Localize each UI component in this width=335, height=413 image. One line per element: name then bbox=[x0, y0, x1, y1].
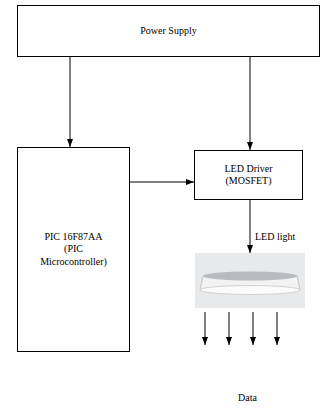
driver-box: LED Driver(MOSFET) bbox=[194, 150, 303, 200]
lamp-top bbox=[203, 272, 297, 281]
connector-arrow bbox=[250, 57, 251, 150]
connector-arrow bbox=[70, 57, 71, 147]
power-supply-box: Power Supply bbox=[17, 5, 320, 57]
data-label: Data bbox=[238, 392, 257, 405]
box-text: LED Driver bbox=[224, 163, 272, 176]
lamp-diffuser bbox=[200, 286, 300, 295]
data-arrow bbox=[205, 312, 206, 345]
data-arrow bbox=[253, 312, 254, 345]
box-text: (MOSFET) bbox=[225, 175, 271, 188]
connector-arrow bbox=[250, 200, 251, 253]
data-arrow bbox=[277, 312, 278, 345]
box-text: Power Supply bbox=[140, 25, 196, 38]
data-arrow bbox=[229, 312, 230, 345]
photo-background bbox=[195, 253, 305, 308]
connector-arrow bbox=[130, 182, 194, 183]
picture-heading: LED light bbox=[255, 231, 295, 244]
microcontroller-box: PIC 16F87AA(PIC Microcontroller) bbox=[17, 147, 130, 352]
box-text: PIC 16F87AA bbox=[44, 231, 102, 244]
led-light-picture: LED light bbox=[195, 253, 305, 308]
box-text: (PIC Microcontroller) bbox=[32, 243, 116, 268]
